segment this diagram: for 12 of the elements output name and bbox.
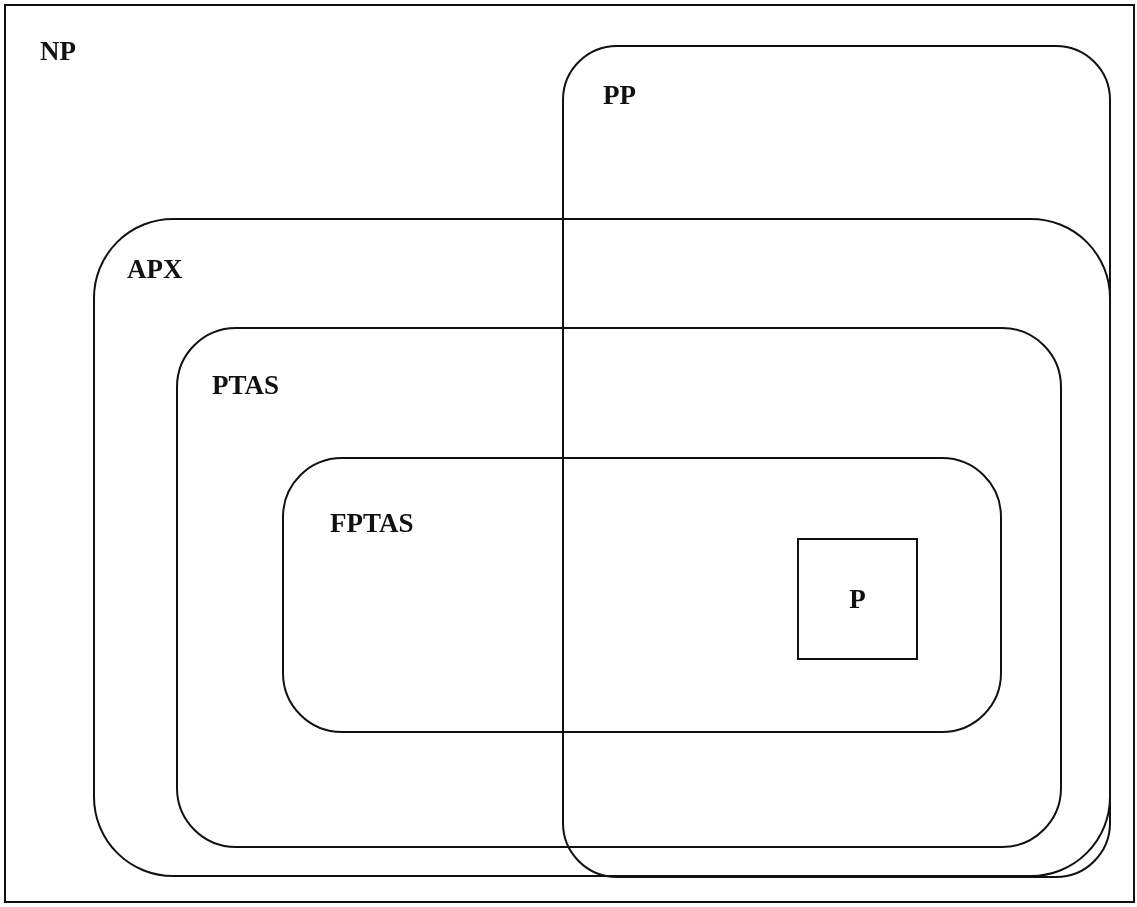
class-label: PP [603, 82, 636, 109]
rounded-region [282, 457, 1002, 733]
rounded-region [562, 45, 1111, 878]
outer-region [4, 4, 1135, 903]
class-label: P [849, 585, 866, 613]
class-label: FPTAS [330, 510, 414, 537]
rounded-region [176, 327, 1062, 848]
rounded-region [93, 218, 1111, 877]
square-region [797, 538, 918, 660]
class-label: NP [40, 38, 76, 65]
class-label: PTAS [212, 372, 279, 399]
class-label: APX [127, 256, 183, 283]
